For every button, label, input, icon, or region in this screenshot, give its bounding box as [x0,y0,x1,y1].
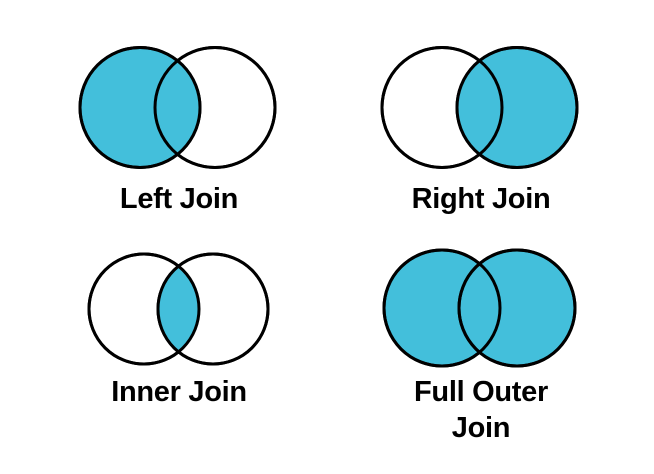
venn-figure-right-join [380,46,579,169]
left-set-outline [382,248,502,368]
venn-label-left-join: Left Join [119,183,239,215]
overlap-region [155,47,200,168]
venn-cell-inner-join: Inner Join [60,248,298,438]
right-set-outline [153,46,277,169]
overlap-region [158,254,199,364]
overlap-region [457,47,502,168]
venn-cell-right-join: Right Join [362,40,600,230]
venn-label-right-join: Right Join [411,183,551,215]
right-set-outline [156,252,270,366]
right-set-outline [457,248,577,368]
venn-cell-full-outer-join: Full Outer Join [362,244,600,469]
venn-label-full-outer-join: Full Outer Join [414,376,548,444]
venn-cell-left-join: Left Join [60,40,298,230]
venn-figure-full-outer-join [382,248,577,368]
left-set-outline [380,46,504,169]
left-set-outline [78,46,202,169]
venn-label-inner-join: Inner Join [111,376,247,408]
venn-figure-inner-join [87,252,270,366]
venn-figure-left-join [78,46,277,169]
left-set-outline [87,252,201,366]
right-set-outline [455,46,579,169]
